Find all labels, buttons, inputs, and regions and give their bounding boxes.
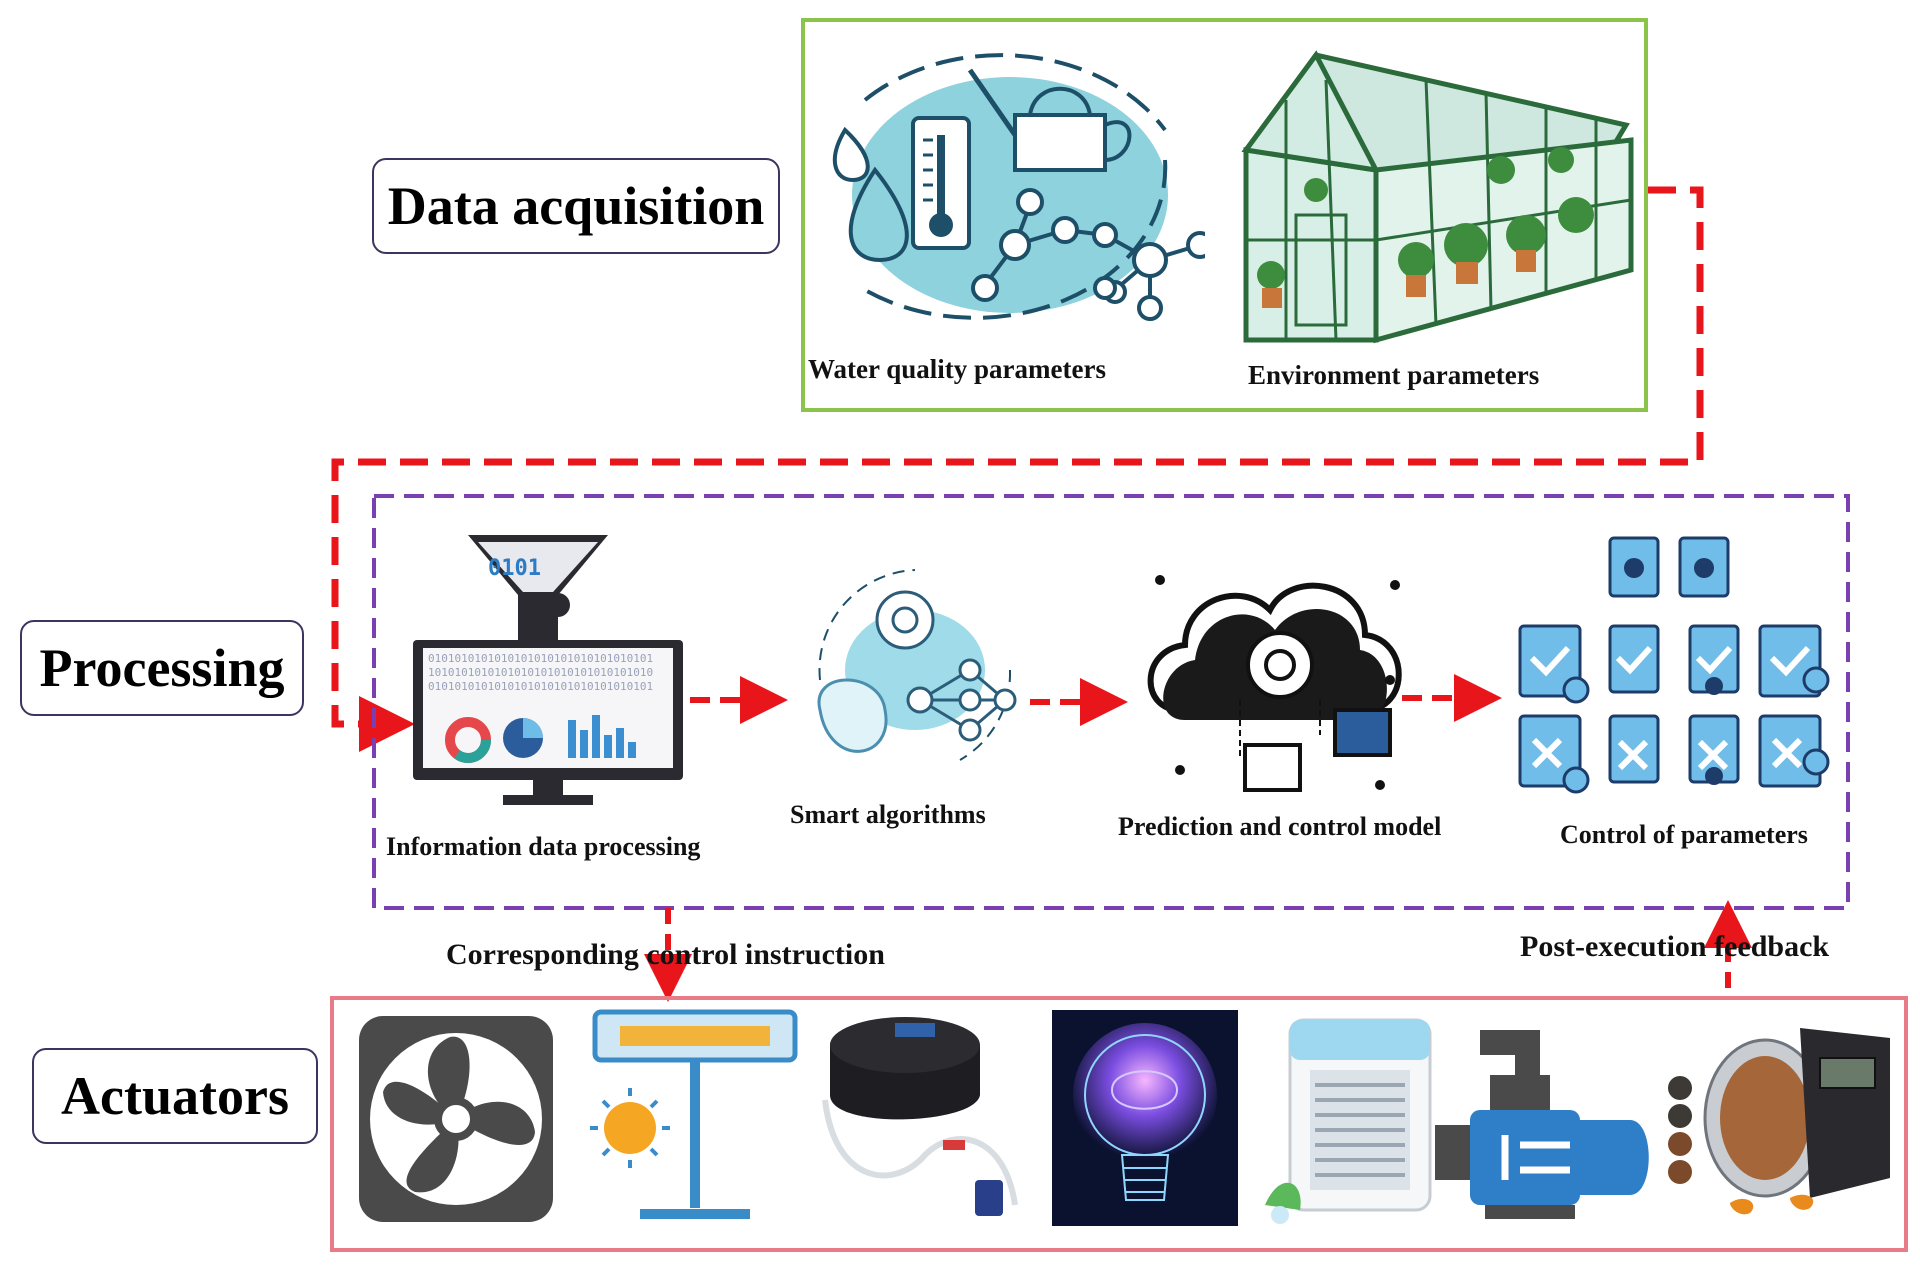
heater-icon xyxy=(590,1009,798,1219)
stage-label-processing-text: Processing xyxy=(39,638,285,698)
stage-label-acquisition-text: Data acquisition xyxy=(387,176,765,236)
svg-text:010101010101010101010101010101: 0101010101010101010101010101010101 xyxy=(428,652,653,665)
acquisition-to-processing-arrow xyxy=(331,186,1704,752)
step-label-prediction: Prediction and control model xyxy=(1118,812,1442,841)
stage-label-acquisition: Data acquisition xyxy=(372,158,780,254)
svg-text:010101010101010101010101010101: 0101010101010101010101010101010101 xyxy=(428,680,653,693)
stage-label-actuators: Actuators xyxy=(32,1048,318,1144)
brain-network-icon xyxy=(817,569,1017,761)
air-cooler-icon xyxy=(1265,1018,1432,1224)
step-label-control: Control of parameters xyxy=(1560,820,1808,849)
fish-feeder-icon xyxy=(1668,1028,1890,1215)
clipboard-check-icon xyxy=(1518,536,1830,794)
air-pump-icon xyxy=(822,1017,1018,1216)
acquisition-frame xyxy=(801,18,1648,412)
cloud-gear-icon xyxy=(1147,575,1402,792)
step-label-information: Information data processing xyxy=(386,832,701,861)
water-quality-caption: Water quality parameters xyxy=(808,354,1106,384)
environment-caption: Environment parameters xyxy=(1248,360,1540,390)
light-bulb-icon xyxy=(1052,1010,1238,1226)
svg-text:101010101010101010101010101010: 1010101010101010101010101010101010 xyxy=(428,666,653,679)
stage-label-processing: Processing xyxy=(20,620,304,716)
instruction-label: Corresponding control instruction xyxy=(446,938,885,971)
stage-label-actuators-text: Actuators xyxy=(61,1066,289,1126)
actuators-frame xyxy=(330,996,1908,1252)
fan-icon xyxy=(359,1016,553,1222)
processing-frame xyxy=(372,494,1850,910)
computer-funnel-icon: 0101 0101010101010101010101010101010101 … xyxy=(413,535,683,805)
step-label-smart: Smart algorithms xyxy=(790,800,986,829)
greenhouse-icon xyxy=(1241,50,1634,344)
feedback-label: Post-execution feedback xyxy=(1520,930,1830,963)
water-pump-icon xyxy=(1435,1030,1649,1219)
binary-text: 0101 xyxy=(488,556,541,581)
water-quality-icon xyxy=(833,53,1205,321)
